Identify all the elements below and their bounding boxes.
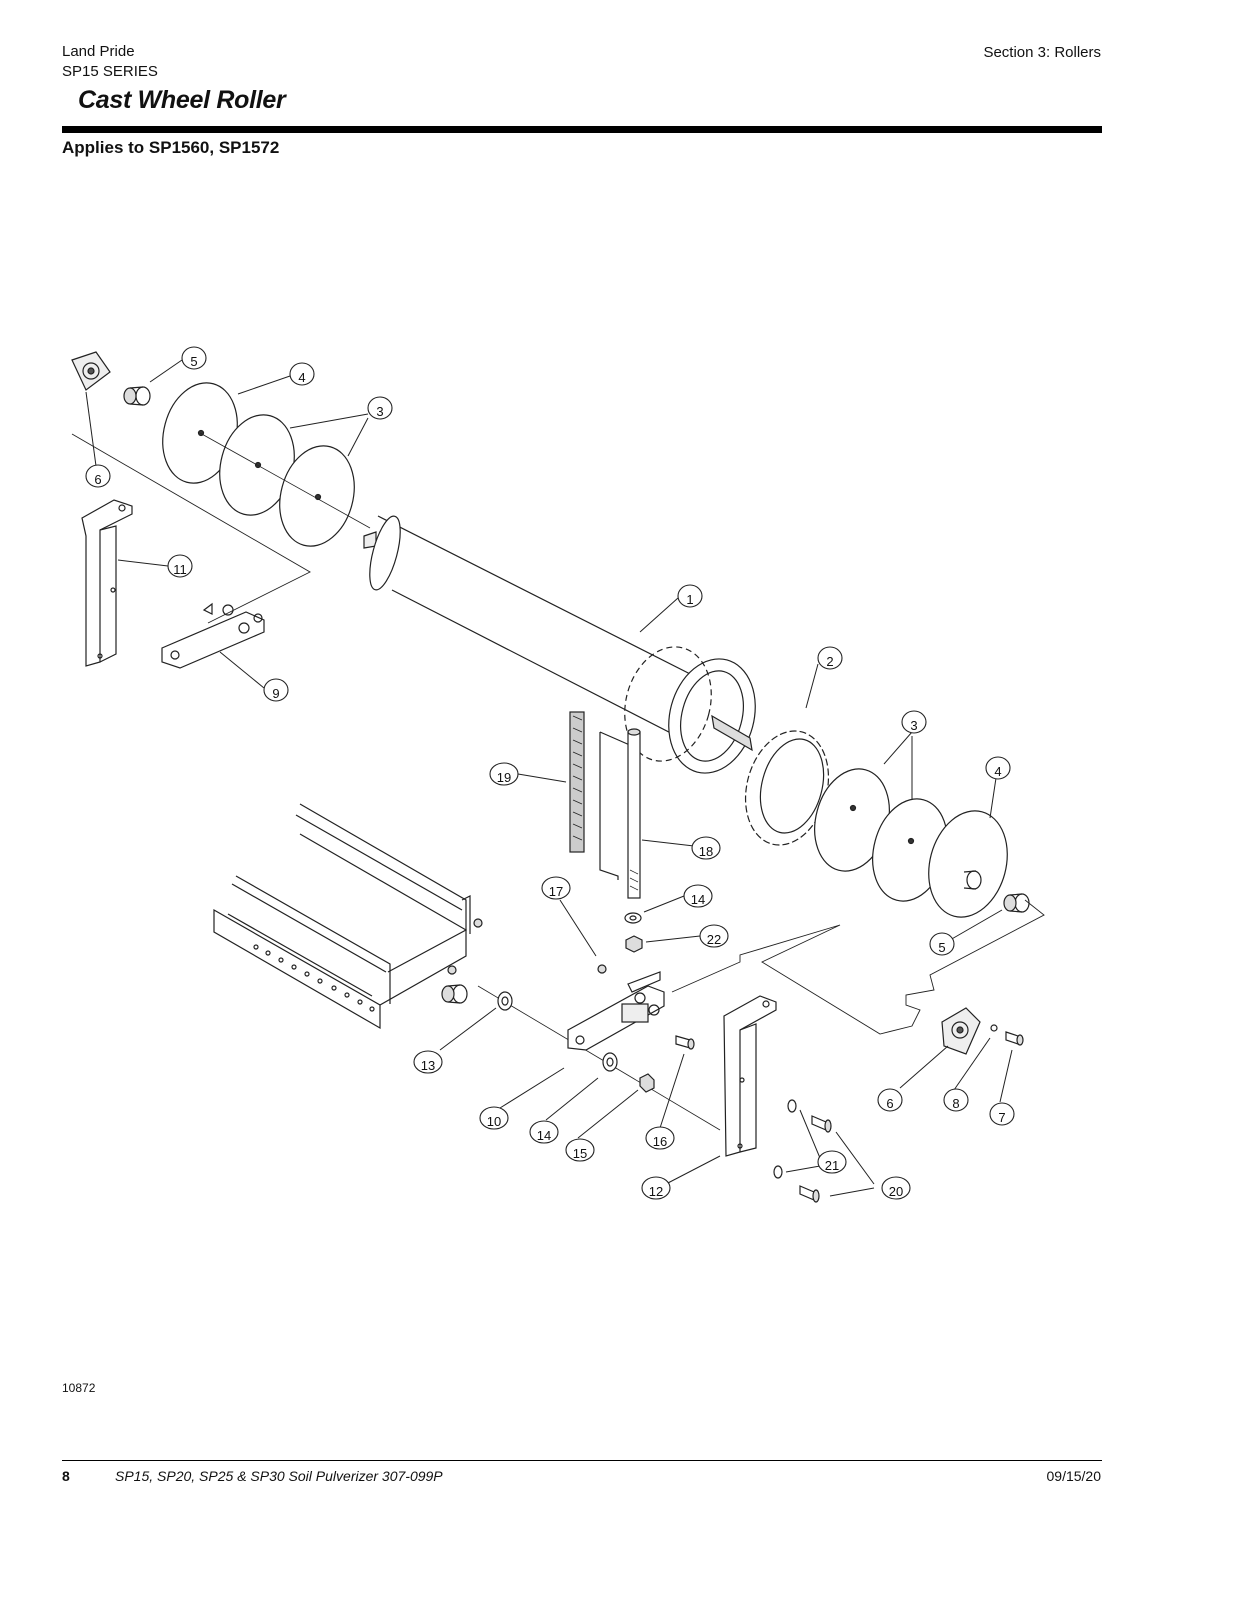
callout-22: 22 bbox=[707, 932, 721, 947]
frame-bushing bbox=[441, 984, 468, 1004]
washer-lower bbox=[602, 1052, 618, 1072]
brand-name: Land Pride bbox=[62, 43, 135, 60]
callout-10: 10 bbox=[487, 1114, 501, 1129]
bolt-7 bbox=[1005, 1031, 1024, 1046]
callout-8: 8 bbox=[952, 1096, 959, 1111]
bolt-20b bbox=[799, 1185, 820, 1203]
right-disk-4 bbox=[928, 810, 1008, 918]
callout-3: 3 bbox=[376, 404, 383, 419]
left-disk-3b bbox=[279, 445, 355, 547]
nut-22 bbox=[625, 935, 643, 953]
left-mount-plate bbox=[161, 602, 265, 669]
page-title: Cast Wheel Roller bbox=[78, 86, 286, 114]
lock-washer-21a bbox=[787, 1099, 797, 1113]
right-mount-plate bbox=[567, 971, 665, 1051]
callout-14: 14 bbox=[537, 1128, 551, 1143]
callout-7: 7 bbox=[998, 1110, 1005, 1125]
roller-drum bbox=[363, 515, 756, 774]
washer-13 bbox=[497, 991, 513, 1011]
section-label: Section 3: Rollers bbox=[983, 44, 1101, 61]
callout-18: 18 bbox=[699, 844, 713, 859]
callout-15: 15 bbox=[573, 1146, 587, 1161]
callout-14: 14 bbox=[691, 892, 705, 907]
callout-4: 4 bbox=[298, 370, 305, 385]
footer-rule bbox=[62, 1460, 1102, 1461]
title-rule bbox=[62, 126, 1102, 133]
callout-13: 13 bbox=[421, 1058, 435, 1073]
callout-1: 1 bbox=[686, 592, 693, 607]
series-name: SP15 SERIES bbox=[62, 63, 158, 80]
washer-top bbox=[624, 912, 642, 924]
lock-washer-8 bbox=[990, 1024, 998, 1032]
right-disk-3a bbox=[814, 768, 890, 872]
frame-beam bbox=[213, 803, 483, 1030]
callout-11: 11 bbox=[173, 562, 187, 577]
nut-17 bbox=[597, 964, 607, 974]
right-flange-bearing bbox=[941, 1007, 981, 1055]
bolt-20a bbox=[811, 1115, 832, 1133]
callout-9: 9 bbox=[272, 686, 279, 701]
bolt-16 bbox=[675, 1035, 695, 1050]
scraper-rod bbox=[627, 728, 641, 899]
callout-21: 21 bbox=[825, 1158, 839, 1173]
callout-6: 6 bbox=[94, 472, 101, 487]
figure-number: 10872 bbox=[62, 1381, 96, 1395]
nut-15 bbox=[639, 1073, 655, 1093]
left-arm bbox=[81, 499, 133, 667]
callout-4: 4 bbox=[994, 764, 1001, 779]
page-number: 8 bbox=[62, 1468, 70, 1484]
callout-19: 19 bbox=[497, 770, 511, 785]
left-spacer bbox=[123, 386, 151, 406]
manual-title: SP15, SP20, SP25 & SP30 Soil Pulverizer … bbox=[115, 1468, 443, 1484]
callout-12: 12 bbox=[649, 1184, 663, 1199]
right-arm bbox=[723, 995, 777, 1157]
callout-6: 6 bbox=[886, 1096, 893, 1111]
callout-2: 2 bbox=[826, 654, 833, 669]
callout-5: 5 bbox=[938, 940, 945, 955]
right-spacer bbox=[963, 870, 1030, 913]
callout-5: 5 bbox=[190, 354, 197, 369]
callout-20: 20 bbox=[889, 1184, 903, 1199]
footer-date: 09/15/20 bbox=[1046, 1468, 1102, 1484]
left-flange-bearing bbox=[71, 351, 111, 391]
callout-16: 16 bbox=[653, 1134, 667, 1149]
applies-to: Applies to SP1560, SP1572 bbox=[62, 138, 280, 157]
lock-washer-21b bbox=[773, 1165, 783, 1179]
callout-17: 17 bbox=[549, 884, 563, 899]
callout-3: 3 bbox=[910, 718, 917, 733]
scraper-blade bbox=[569, 711, 633, 880]
